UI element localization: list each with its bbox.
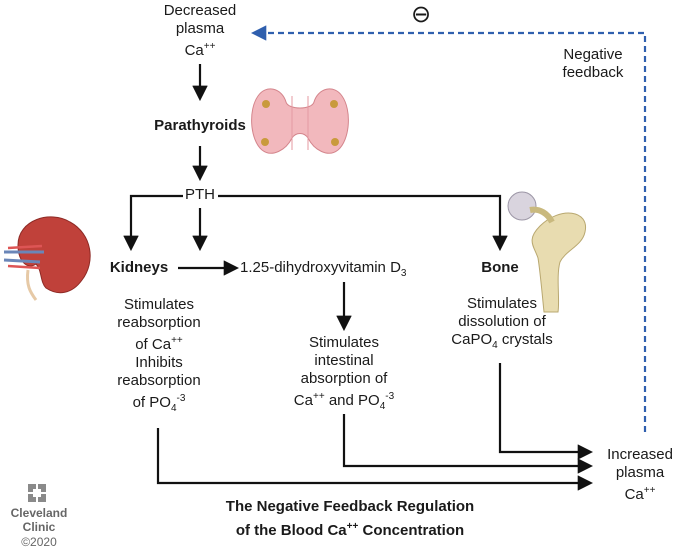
increased-line2: plasma bbox=[615, 464, 665, 481]
node-intestine-effect: Stimulates intestinal absorption of Ca++… bbox=[284, 334, 404, 416]
arrow-bone-to-increased bbox=[498, 363, 594, 460]
kidneys-label: Kidneys bbox=[109, 259, 169, 276]
kidney-effect-l6-sub: 4 bbox=[170, 403, 177, 414]
thyroid-illustration bbox=[251, 88, 349, 154]
bone-effect-l3-sub: 4 bbox=[492, 340, 498, 351]
node-bone-effect: Stimulates dissolution of CaPO4 crystals bbox=[440, 295, 564, 355]
node-kidneys: Kidneys bbox=[96, 259, 182, 277]
intestine-effect-l4b: and PO bbox=[324, 392, 380, 409]
kidney-effect-l1: Stimulates bbox=[123, 296, 195, 313]
decreased-sup: ++ bbox=[203, 41, 216, 52]
logo-line2: Clinic bbox=[22, 520, 56, 534]
decreased-line1: Decreased bbox=[163, 2, 237, 19]
node-negative-feedback: Negative feedback bbox=[548, 46, 638, 82]
title-line2-pre: of the Blood Ca bbox=[235, 522, 347, 539]
node-increased-ca: Increased plasma Ca++ bbox=[595, 446, 685, 504]
node-kidney-effect: Stimulates reabsorption of Ca++ Inhibits… bbox=[84, 296, 234, 418]
node-bone: Bone bbox=[470, 259, 530, 277]
logo-copyright: ©2020 bbox=[21, 535, 57, 549]
kidney-effect-l6: of PO bbox=[132, 394, 171, 411]
title-line2-sup: ++ bbox=[346, 521, 359, 532]
vitamin-label: 1.25-dihydroxyvitamin D bbox=[240, 259, 401, 276]
decreased-line2: plasma bbox=[175, 20, 225, 37]
bone-effect-l1: Stimulates bbox=[466, 295, 538, 312]
intestine-effect-l1: Stimulates bbox=[308, 334, 380, 351]
intestine-effect-l4b-sub: 4 bbox=[379, 401, 386, 412]
node-pth: PTH bbox=[180, 186, 220, 204]
decreased-line3: Ca bbox=[184, 42, 204, 59]
negative-line1: Negative bbox=[563, 46, 623, 63]
kidney-illustration bbox=[3, 216, 91, 301]
kidney-effect-l2: reabsorption bbox=[117, 314, 201, 331]
cleveland-clinic-logo-mark bbox=[28, 484, 46, 502]
vitamin-sub: 3 bbox=[400, 268, 407, 279]
title-line2-post: Concentration bbox=[358, 522, 465, 539]
kidney-effect-l5: reabsorption bbox=[117, 372, 201, 389]
intestine-effect-l4a-sup: ++ bbox=[312, 391, 325, 402]
logo-line1: Cleveland bbox=[10, 506, 68, 520]
diagram-title: The Negative Feedback Regulation of the … bbox=[140, 497, 560, 541]
arrow-negative-feedback bbox=[250, 25, 647, 432]
node-parathyroids: Parathyroids bbox=[140, 117, 260, 135]
title-line1: The Negative Feedback Regulation bbox=[225, 498, 475, 515]
bone-effect-l3a: CaPO bbox=[451, 331, 493, 348]
bone-illustration bbox=[507, 191, 586, 313]
kidney-effect-l3-sup: ++ bbox=[171, 335, 183, 346]
intestine-effect-l3: absorption of bbox=[300, 370, 388, 387]
kidney-effect-l3: of Ca bbox=[135, 336, 172, 353]
kidney-effect-l4: Inhibits bbox=[135, 354, 183, 371]
increased-line1: Increased bbox=[607, 446, 673, 463]
pth-label: PTH bbox=[185, 186, 215, 203]
bone-label: Bone bbox=[481, 259, 519, 276]
minus-circle-icon: ⊖ bbox=[410, 1, 432, 28]
arrow-pth-to-kidneys bbox=[123, 194, 183, 252]
negative-line2: feedback bbox=[562, 64, 624, 81]
increased-sup: ++ bbox=[643, 485, 656, 496]
node-decreased-ca: Decreased plasma Ca++ bbox=[150, 2, 250, 60]
bone-effect-l3b: crystals bbox=[497, 331, 553, 348]
kidney-effect-l6-sup: -3 bbox=[176, 393, 186, 404]
intestine-effect-l4a: Ca bbox=[293, 392, 313, 409]
intestine-effect-l4b-sup: -3 bbox=[385, 391, 395, 402]
minus-symbol: ⊖ bbox=[406, 2, 436, 28]
node-vitamin: 1.25-dihydroxyvitamin D3 bbox=[240, 259, 460, 283]
bone-effect-l2: dissolution of bbox=[458, 313, 546, 330]
arrow-pth-to-bone bbox=[218, 194, 508, 252]
cleveland-clinic-logo: Cleveland Clinic ©2020 bbox=[4, 506, 74, 550]
increased-line3: Ca bbox=[624, 486, 644, 503]
intestine-effect-l2: intestinal bbox=[314, 352, 374, 369]
arrow-intestine-to-increased bbox=[342, 414, 594, 474]
parathyroids-label: Parathyroids bbox=[154, 117, 246, 134]
arrow-kidney-to-increased bbox=[156, 428, 594, 491]
